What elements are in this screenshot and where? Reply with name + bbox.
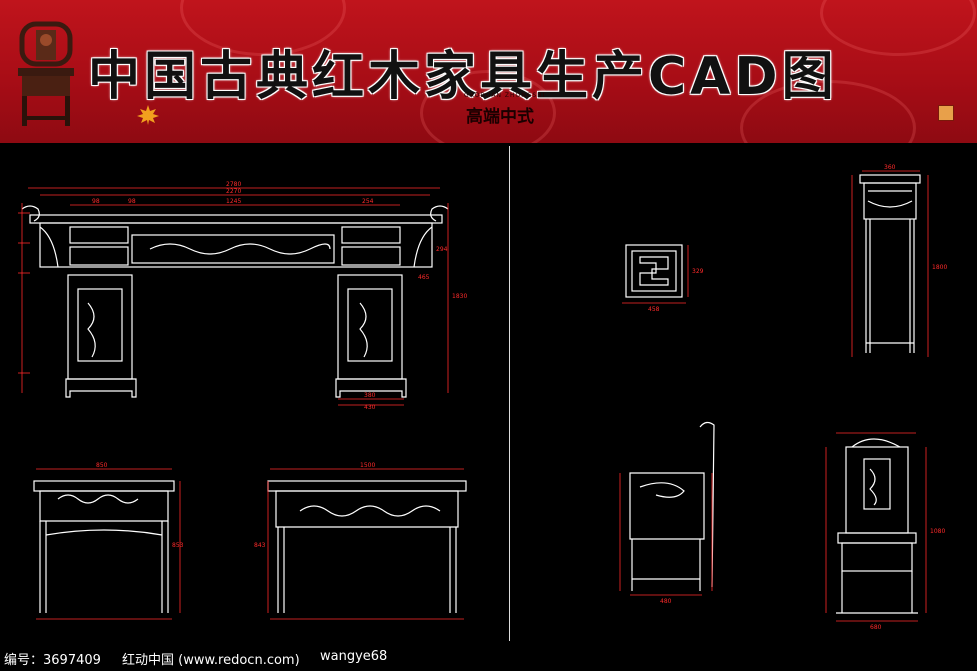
dim-label: 465 xyxy=(418,274,430,281)
dim-label: 1800 xyxy=(932,264,947,271)
dim-label: 254 xyxy=(362,198,374,205)
chair-front-drawing: 680 1080 xyxy=(825,432,945,631)
footer-site-link[interactable]: 红动中国 (www.redocn.com) xyxy=(122,653,300,668)
cloud-ornament xyxy=(420,70,556,143)
dim-label: 1500 xyxy=(360,462,375,469)
footer-bar: 编号：3697409 红动中国 (www.redocn.com) wangye6… xyxy=(0,648,977,671)
small-table-drawing: 850 853 xyxy=(33,462,184,620)
cad-drawing-canvas: .w{stroke:#fff;fill:none;stroke-width:1.… xyxy=(18,164,947,631)
dim-label: 1830 xyxy=(452,293,467,300)
desk-front-elevation: 2780 2270 1245 98 254 98 1830 294 xyxy=(18,181,467,411)
dim-label: 329 xyxy=(692,268,704,275)
seal-stamp-icon xyxy=(938,105,954,121)
dim-label: 458 xyxy=(648,306,660,313)
dim-label: 480 xyxy=(660,598,672,605)
footer-id: 编号：3697409 xyxy=(4,653,101,668)
lattice-panel-drawing: 458 329 xyxy=(622,244,704,313)
dim-label: 380 xyxy=(364,392,376,399)
dim-label: 360 xyxy=(884,164,896,171)
footer-author: wangye68 xyxy=(320,649,388,664)
subtitle-caption: GAODUAN ZHONGSHI xyxy=(464,92,546,99)
dim-label: 1080 xyxy=(930,528,945,535)
dim-label: 98 xyxy=(92,198,100,205)
dim-label: 294 xyxy=(436,246,448,253)
dim-label: 680 xyxy=(870,624,882,631)
page-title: 中国古典红木家具生产CAD图 xyxy=(88,47,838,107)
large-table-drawing: 1500 843 xyxy=(254,462,467,620)
dim-label: 1245 xyxy=(226,198,241,205)
dim-label: 853 xyxy=(172,542,184,549)
section-divider xyxy=(509,146,510,641)
maple-leaf-icon xyxy=(137,105,159,125)
cloud-ornament xyxy=(820,0,976,56)
dim-label: 98 xyxy=(128,198,136,205)
dim-label: 2270 xyxy=(226,188,241,195)
dim-label: 850 xyxy=(96,462,108,469)
header-banner: 中国古典红木家具生产CAD图 GAODUAN ZHONGSHI 高端中式 xyxy=(0,0,977,143)
subtitle: 高端中式 xyxy=(466,107,534,127)
dim-label: 843 xyxy=(254,542,266,549)
dim-label: 430 xyxy=(364,404,376,411)
chair-photo-icon xyxy=(18,21,74,126)
side-elevation-drawing: 360 1800 xyxy=(851,164,947,357)
dim-label: 2780 xyxy=(226,181,241,188)
chair-side-drawing: 480 xyxy=(619,421,715,605)
